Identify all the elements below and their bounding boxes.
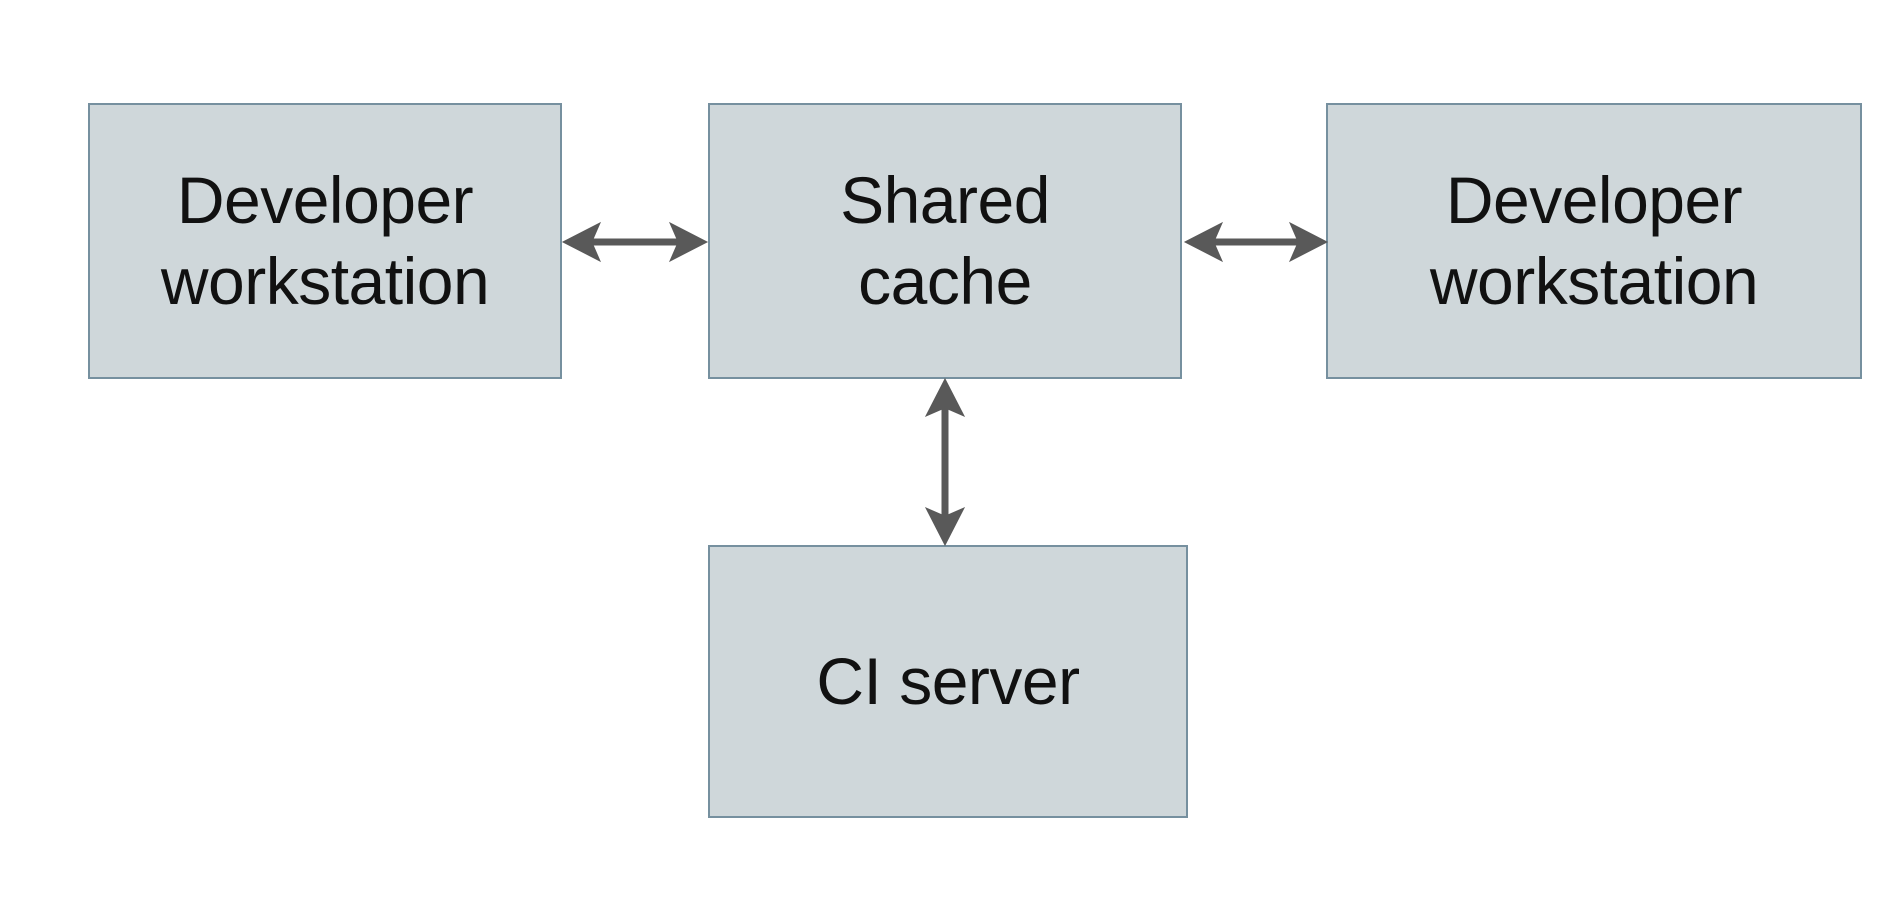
double-headed-arrow-icon <box>1183 221 1329 263</box>
edge-shared-cache-to-ci-server <box>909 376 981 548</box>
node-developer-workstation-right[interactable]: Developer workstation <box>1326 103 1862 379</box>
double-headed-arrow-icon <box>561 221 709 263</box>
node-shared-cache[interactable]: Shared cache <box>708 103 1182 379</box>
node-label: Developer workstation <box>160 162 490 318</box>
node-label: Developer workstation <box>1429 162 1759 318</box>
node-label: Shared cache <box>840 162 1050 318</box>
node-developer-workstation-left[interactable]: Developer workstation <box>88 103 562 379</box>
node-ci-server[interactable]: CI server <box>708 545 1188 818</box>
double-headed-arrow-icon <box>924 377 966 547</box>
edge-shared-cache-to-developer-right <box>1182 206 1330 278</box>
edge-developer-left-to-shared-cache <box>560 206 710 278</box>
node-label: CI server <box>816 643 1080 718</box>
